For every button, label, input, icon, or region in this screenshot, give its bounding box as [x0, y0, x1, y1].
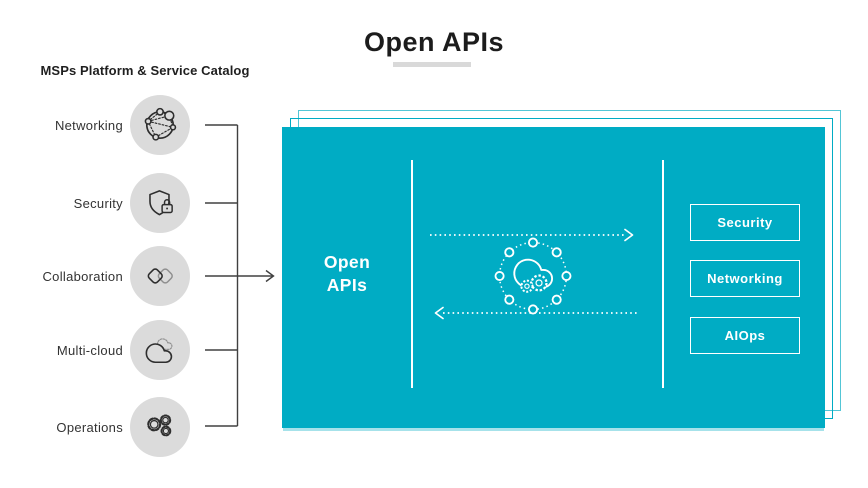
- flow-arrow-left: [434, 306, 638, 320]
- catalog-item-label: Security: [73, 195, 123, 211]
- panel-divider-right: [662, 160, 664, 388]
- connector-lines: [205, 124, 275, 427]
- service-chip-networking: Networking: [690, 260, 800, 297]
- page-title: Open APIs: [363, 27, 505, 57]
- catalog-icon-circle: [130, 246, 190, 306]
- api-panel-title-line1: Open: [323, 252, 371, 272]
- service-chip-label: Security: [717, 215, 773, 230]
- catalog-item-networking: Networking: [40, 95, 240, 155]
- cloud-automation-network-icon: [494, 237, 572, 315]
- catalog-item-label: Multi-cloud: [56, 342, 123, 358]
- service-chip-aiops: AIOps: [690, 317, 800, 354]
- catalog-heading: MSPs Platform & Service Catalog: [40, 63, 250, 78]
- catalog-item-operations: Operations: [40, 397, 240, 457]
- api-panel-title-line2: APIs: [326, 274, 368, 295]
- title-underline: [393, 62, 471, 67]
- catalog-item-collaboration: Collaboration: [40, 246, 240, 306]
- service-chip-security: Security: [690, 204, 800, 241]
- service-chip-label: AIOps: [724, 328, 766, 343]
- catalog-item-label: Operations: [56, 419, 123, 435]
- catalog-icon-circle: [130, 173, 190, 233]
- catalog-item-multi-cloud: Multi-cloud: [40, 320, 240, 380]
- catalog-item-label: Networking: [54, 117, 123, 133]
- catalog-item-security: Security: [40, 173, 240, 233]
- panel-divider-left: [411, 160, 413, 388]
- service-chip-label: Networking: [707, 271, 783, 286]
- multi-cloud-icon: [145, 338, 173, 364]
- overlapping-cards-icon: [147, 268, 173, 284]
- network-nodes-icon: [144, 107, 177, 141]
- catalog-icon-circle: [130, 95, 190, 155]
- api-panel-title: Open APIs: [282, 251, 412, 297]
- catalog-item-label: Collaboration: [42, 268, 123, 284]
- catalog-icon-circle: [130, 397, 190, 457]
- shield-lock-icon: [149, 190, 173, 216]
- gears-icon: [147, 414, 172, 437]
- flow-arrow-right: [430, 228, 634, 242]
- catalog-icon-circle: [130, 320, 190, 380]
- api-panel: Open APIs: [282, 127, 825, 428]
